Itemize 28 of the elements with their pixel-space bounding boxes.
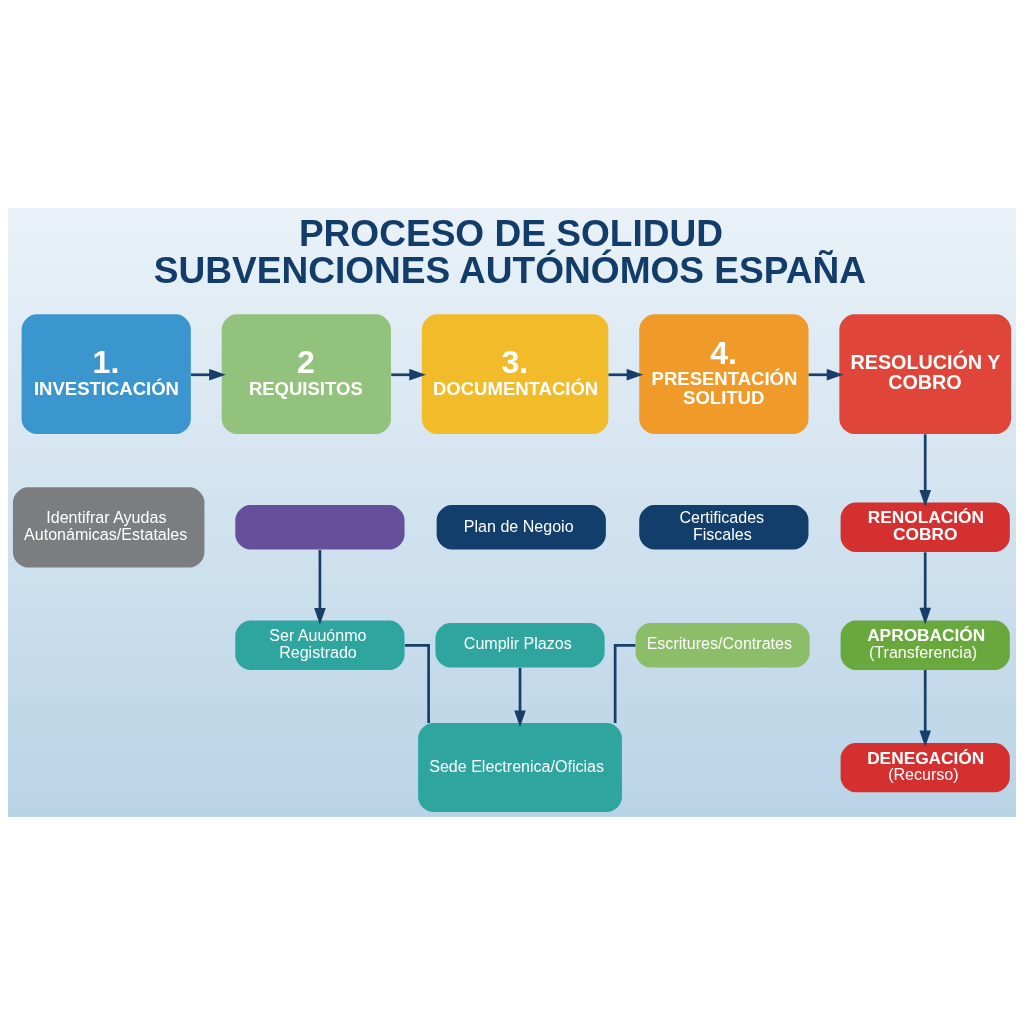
node-box: Cumplir Plazos [435,622,605,668]
arrow [919,551,931,624]
node-box: Plan de Negoio [436,504,606,550]
arrow [514,667,526,727]
node-box: Sede Electrenica/Oficias [418,722,622,812]
node-box: Certificades Fiscales [639,504,809,550]
node-box: 3. DOCUMENTACIÓN [421,313,609,434]
node-box: RENOLACIÓN COBRO [840,502,1010,552]
arrow [919,433,931,507]
node-box: APROBACIÓN (Transferencia) [840,620,1010,670]
node-box: 1. INVESTICACIÓN [21,313,191,434]
node-box: 4. PRESENTACIÓN SOLITUD [639,313,809,434]
arrow [919,669,931,747]
connector [405,643,430,723]
connector [613,643,636,723]
arrow [808,368,844,381]
diagram-title: PROCESO DE SOLIDUD SUBVENCIONES AUTÓNÓMOS ESPAÑA [153,211,866,291]
node-box: 2 REQUISITOS [221,313,391,434]
node-box: RESOLUCIÓN Y COBRO [839,313,1012,434]
arrow [608,368,644,381]
node-box: Escritures/Contrates [635,622,810,668]
node-box [235,504,405,550]
node-box: DENEGACIÓN (Recurso) [840,742,1010,792]
arrow [191,368,226,381]
node-box: Identifrar Ayudas Autonámicas/Estatales [12,486,205,567]
arrow [314,549,326,625]
node-box: Ser Auuónmo Registrado [235,620,405,670]
arrow [391,368,426,381]
